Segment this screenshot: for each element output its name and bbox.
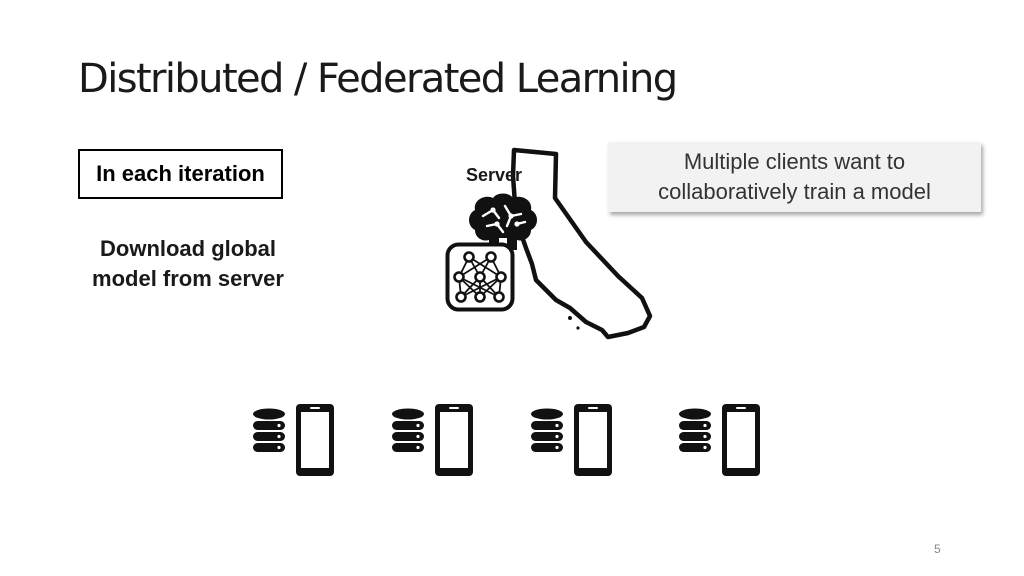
page-number: 5 — [934, 542, 941, 556]
database-icon — [679, 408, 711, 452]
client-device-group — [530, 404, 620, 478]
neural-network-icon — [445, 242, 515, 312]
smartphone-icon — [722, 404, 760, 476]
smartphone-icon — [296, 404, 334, 476]
step-description: Download global model from server — [92, 236, 284, 291]
iteration-box: In each iteration — [78, 149, 283, 199]
brain-icon — [469, 193, 537, 250]
smartphone-icon — [435, 404, 473, 476]
client-device-group — [391, 404, 481, 478]
slide-title: Distributed / Federated Learning — [78, 56, 678, 102]
database-icon — [253, 408, 285, 452]
callout-text: Multiple clients want to collaboratively… — [658, 149, 931, 204]
client-device-group — [678, 404, 768, 478]
database-icon — [392, 408, 424, 452]
server-label: Server — [466, 165, 523, 185]
callout-box: Multiple clients want to collaboratively… — [608, 142, 981, 212]
client-device-group — [252, 404, 342, 478]
smartphone-icon — [574, 404, 612, 476]
database-icon — [531, 408, 563, 452]
